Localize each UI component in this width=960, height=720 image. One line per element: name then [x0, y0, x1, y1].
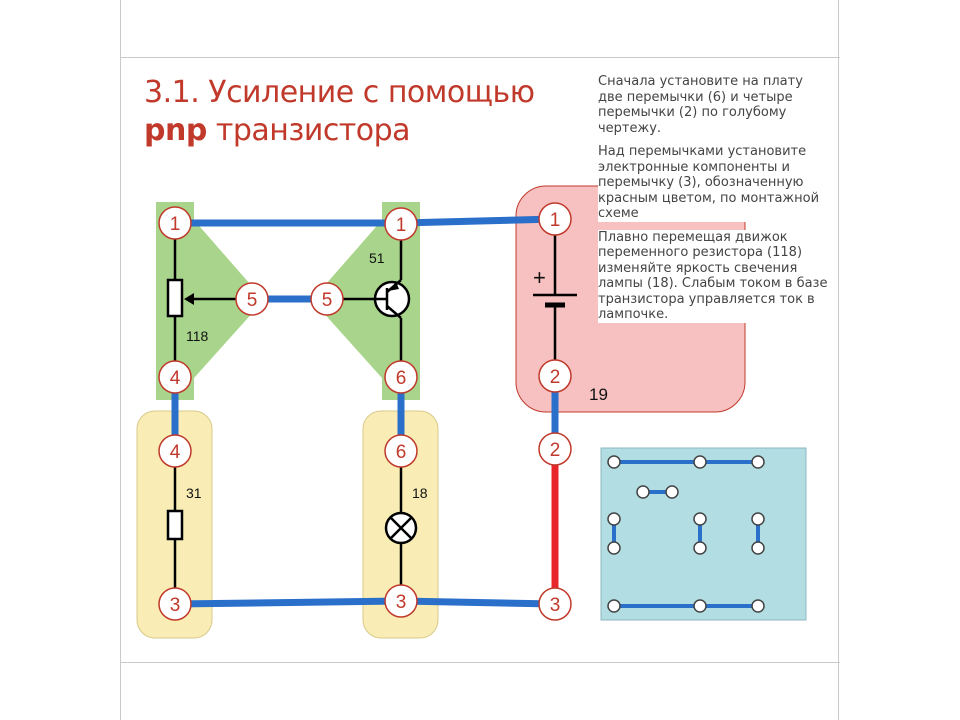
node-var-res-top: 1	[158, 206, 192, 240]
svg-text:1: 1	[550, 210, 561, 231]
label-lamp: 18	[412, 485, 428, 501]
node-battery-minus: 2	[538, 359, 572, 393]
wiper-arrow-icon	[184, 293, 194, 305]
svg-text:2: 2	[550, 440, 561, 461]
instruction-step-2: Над перемычками установите электронные к…	[598, 144, 830, 222]
instruction-step-3: Плавно перемещая движок переменного рези…	[598, 229, 830, 323]
frame-line-bottom	[120, 662, 840, 663]
node-jumper-bottom: 3	[538, 587, 572, 621]
svg-text:3: 3	[396, 592, 407, 613]
slide-title: 3.1. Усиление с помощью pnp транзистора	[144, 74, 535, 150]
title-line-1: 3.1. Усиление с помощью	[144, 75, 535, 110]
svg-text:6: 6	[396, 368, 407, 389]
node-resistor-bottom: 3	[158, 587, 192, 621]
node-battery-plus: 1	[538, 202, 572, 236]
node-resistor-top: 4	[158, 434, 192, 468]
battery-plus-sign: +	[533, 265, 546, 290]
node-var-res-bottom: 4	[158, 360, 192, 394]
frame-line-top	[120, 57, 840, 58]
svg-text:3: 3	[550, 595, 561, 616]
svg-text:1: 1	[396, 215, 407, 236]
label-var-resistor: 118	[186, 328, 209, 344]
label-battery: 19	[589, 385, 608, 404]
svg-text:5: 5	[322, 290, 333, 311]
svg-text:4: 4	[170, 442, 181, 463]
lamp-symbol	[384, 451, 418, 601]
node-lamp-top: 6	[384, 434, 418, 468]
node-transistor-collector: 6	[384, 360, 418, 394]
instructions-panel: Сначала установите на плату две перемычк…	[598, 74, 830, 331]
node-transistor-emitter: 1	[384, 207, 418, 241]
svg-text:6: 6	[396, 442, 407, 463]
emitter-arrow-icon	[388, 282, 399, 291]
title-transistor: транзистора	[206, 113, 411, 148]
svg-text:1: 1	[170, 214, 181, 235]
frame-line-left	[120, 0, 121, 720]
board-blueprint	[600, 447, 807, 621]
svg-text:2: 2	[550, 367, 561, 388]
label-transistor: 51	[369, 250, 385, 266]
node-var-res-wiper: 5	[235, 282, 269, 316]
frame-line-right	[838, 0, 839, 720]
label-resistor: 31	[186, 485, 202, 501]
svg-text:4: 4	[170, 368, 181, 389]
title-pnp: pnp	[144, 113, 207, 148]
node-transistor-base: 5	[310, 282, 344, 316]
instruction-step-1: Сначала установите на плату две перемычк…	[598, 74, 830, 136]
node-jumper-top: 2	[538, 432, 572, 466]
title-line-2: pnp транзистора	[144, 112, 534, 150]
resistor-symbol	[166, 451, 184, 604]
svg-text:3: 3	[170, 595, 181, 616]
node-lamp-bottom: 3	[384, 584, 418, 618]
svg-text:5: 5	[247, 290, 258, 311]
